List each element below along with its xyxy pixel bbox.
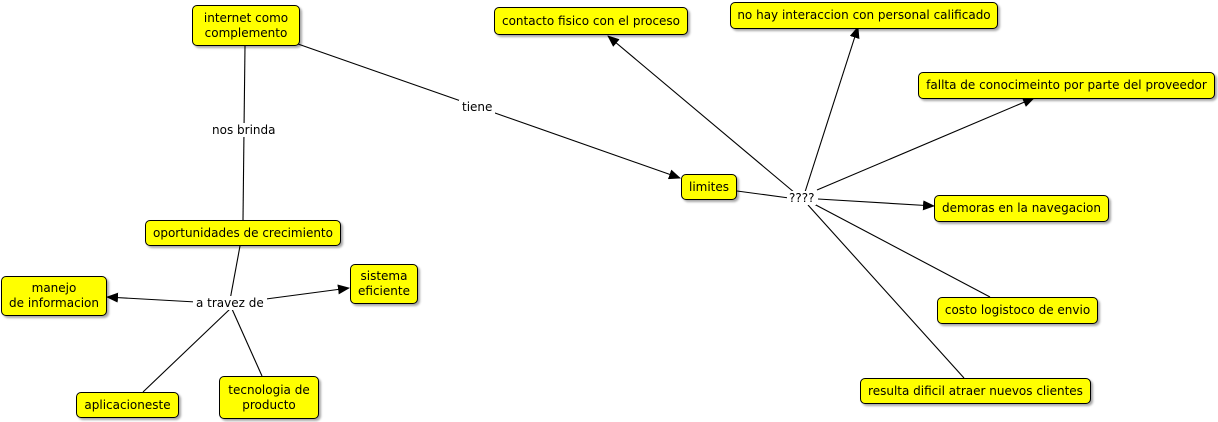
node-costo-logistico[interactable]: costo logistoco de envio: [937, 297, 1098, 324]
link-label-question: ????: [787, 191, 817, 205]
node-manejo-de-informacion[interactable]: manejo de informacion: [1, 276, 107, 316]
node-resulta-dificil[interactable]: resulta dificil atraer nuevos clientes: [860, 378, 1091, 404]
connector-atravez-aplicaciones: [142, 308, 231, 393]
node-internet-como-complemento[interactable]: internet como complemento: [192, 5, 300, 46]
node-fallta-de-conocimiento[interactable]: fallta de conocimeinto por parte del pro…: [918, 72, 1215, 99]
node-aplicacioneste[interactable]: aplicacioneste: [76, 392, 179, 418]
node-no-hay-interaccion[interactable]: no hay interaccion con personal califica…: [730, 2, 998, 29]
connector-atravez-tecnologia: [231, 308, 263, 377]
link-label-tiene: tiene: [459, 100, 496, 114]
connector-limites-question: [736, 190, 790, 199]
link-label-a-travez-de: a travez de: [193, 296, 267, 310]
node-demoras-navegacion[interactable]: demoras en la navegacion: [934, 195, 1109, 222]
connector-question-contacto: [607, 35, 796, 194]
connector-atravez-manejo: [106, 292, 197, 303]
node-oportunidades-de-crecimiento[interactable]: oportunidades de crecimiento: [145, 220, 341, 246]
node-tecnologia-de-producto[interactable]: tecnologia de producto: [219, 376, 319, 419]
connector-atravez-sistema: [265, 284, 350, 300]
node-limites[interactable]: limites: [681, 174, 737, 200]
connector-question-resulta: [807, 204, 965, 379]
link-label-nos-brinda: nos brinda: [209, 123, 279, 137]
node-sistema-eficiente[interactable]: sistema eficiente: [350, 264, 418, 304]
connector-question-fallta: [816, 97, 1035, 191]
connector-nosbrinda-oportunidades: [242, 129, 245, 221]
connector-oportunidades-atravez: [229, 245, 241, 301]
connector-tiene-limites: [477, 106, 681, 180]
connector-internet-tiene: [297, 43, 479, 108]
connector-question-demoras: [817, 198, 935, 211]
connector-question-costo: [813, 203, 991, 298]
node-contacto-fisico[interactable]: contacto fisico con el proceso: [494, 7, 688, 35]
connector-question-nohay: [804, 26, 860, 193]
connector-internet-nosbrinda: [243, 45, 246, 131]
